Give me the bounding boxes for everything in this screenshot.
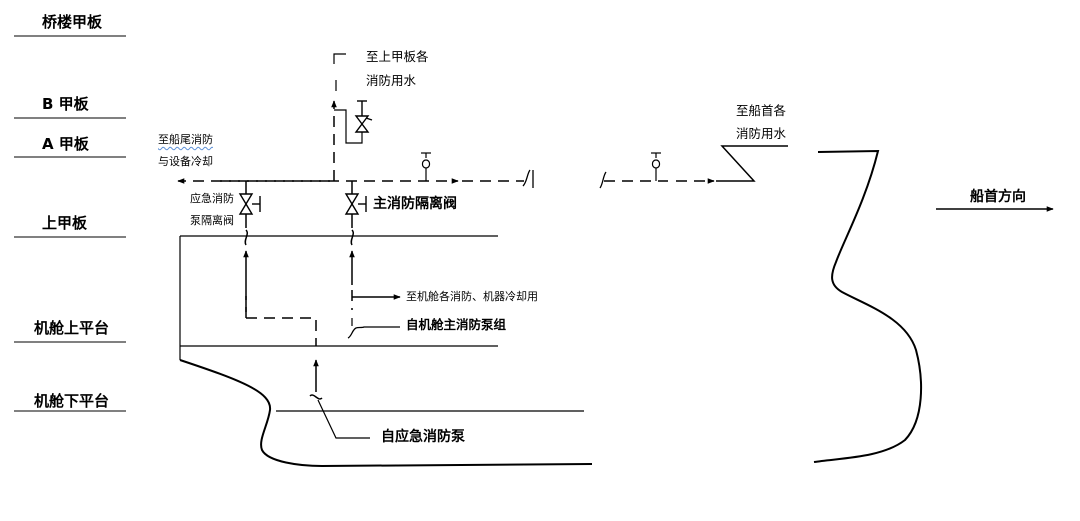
deck-level-lines	[14, 35, 126, 412]
to-engine-room-label: 至机舱各消防、机器冷却用	[406, 290, 538, 303]
line-gauge-1	[421, 152, 431, 181]
deck-label-a: A 甲板	[42, 135, 89, 153]
riser-to-upper-decks	[331, 53, 363, 181]
main-isolation-valve-icon	[344, 193, 367, 215]
emergency-pump-feed	[309, 359, 370, 439]
to-upper-decks-line2: 消防用水	[366, 73, 417, 88]
deck-label-upper: 上甲板	[42, 214, 88, 232]
bow-riser-pipe	[716, 145, 788, 182]
deck-label-b: B 甲板	[42, 95, 89, 113]
to-stern-line1: 至船尾消防	[158, 133, 213, 146]
emergency-isolation-valve-icon	[238, 193, 261, 215]
bow-outline	[813, 149, 923, 463]
hull-outline	[179, 235, 593, 468]
to-stern-line2: 与设备冷却	[158, 155, 213, 168]
main-pump-branch	[349, 181, 401, 326]
main-isolation-valve-label: 主消防隔离阀	[373, 196, 457, 212]
to-upper-decks-line1: 至上甲板各	[366, 49, 429, 64]
deck-label-engine-lower: 机舱下平台	[34, 392, 110, 410]
relief-valve-icon	[354, 100, 373, 133]
emergency-valve-label-line1: 应急消防	[190, 192, 234, 205]
to-bow-line2: 消防用水	[736, 126, 787, 141]
emergency-pump-branch	[243, 181, 317, 346]
pipe-break-left	[522, 169, 531, 187]
emergency-valve-label-line2: 泵隔离阀	[190, 214, 234, 227]
from-main-pumps-label: 自机舱主消防泵组	[406, 317, 507, 332]
stern-bottom-curve	[179, 359, 593, 468]
deck-label-engine-upper: 机舱上平台	[34, 319, 110, 337]
fire-main-pipe	[177, 145, 788, 189]
pipe-break-right	[599, 171, 607, 189]
main-pump-leader	[347, 326, 400, 339]
from-emergency-pump-label: 自应急消防泵	[381, 429, 465, 445]
deck-label-bridge: 桥楼甲板	[42, 13, 103, 31]
bow-direction-label: 船首方向	[970, 189, 1026, 205]
line-gauge-2	[651, 152, 661, 181]
riser-branch-pipe	[334, 109, 363, 144]
to-bow-line1: 至船首各	[736, 103, 787, 118]
